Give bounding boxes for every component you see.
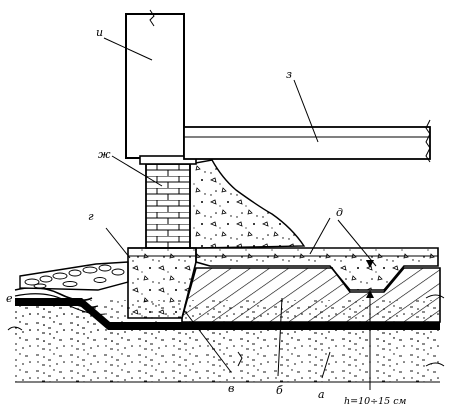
label-d: д [336, 206, 343, 219]
label-a: а [318, 388, 325, 401]
label-h: h=10÷15 см [344, 396, 407, 407]
label-z: з [286, 68, 292, 81]
beam-break-mark [425, 119, 431, 163]
label-i: и [96, 26, 103, 39]
right-break-mark-1 [425, 294, 445, 299]
label-zh: ж [98, 148, 111, 161]
right-break-mark-2 [425, 362, 445, 367]
post-base-cap [139, 155, 197, 165]
compacted-hatched-fill [181, 267, 441, 323]
post-break-mark [149, 9, 155, 27]
bottom-break-mark [237, 351, 243, 367]
soil-under-dark-layer [15, 306, 440, 342]
rubble-backfill [189, 159, 306, 249]
h-dimension-arrow-top [366, 290, 374, 298]
label-v: в [228, 382, 234, 395]
concrete-floor-slab [128, 247, 439, 291]
left-break-mark [7, 326, 23, 331]
label-g: г [88, 210, 94, 223]
label-b: б [276, 384, 283, 397]
drain-curve-2 [14, 293, 99, 308]
wooden-post [125, 13, 185, 159]
brick-pillar [145, 163, 191, 249]
floor-beam [183, 126, 431, 160]
label-e: е [6, 292, 13, 305]
leader-lines [18, 37, 377, 390]
h-dimension-arrow-bottom [366, 260, 374, 268]
paving-stones [24, 264, 125, 289]
